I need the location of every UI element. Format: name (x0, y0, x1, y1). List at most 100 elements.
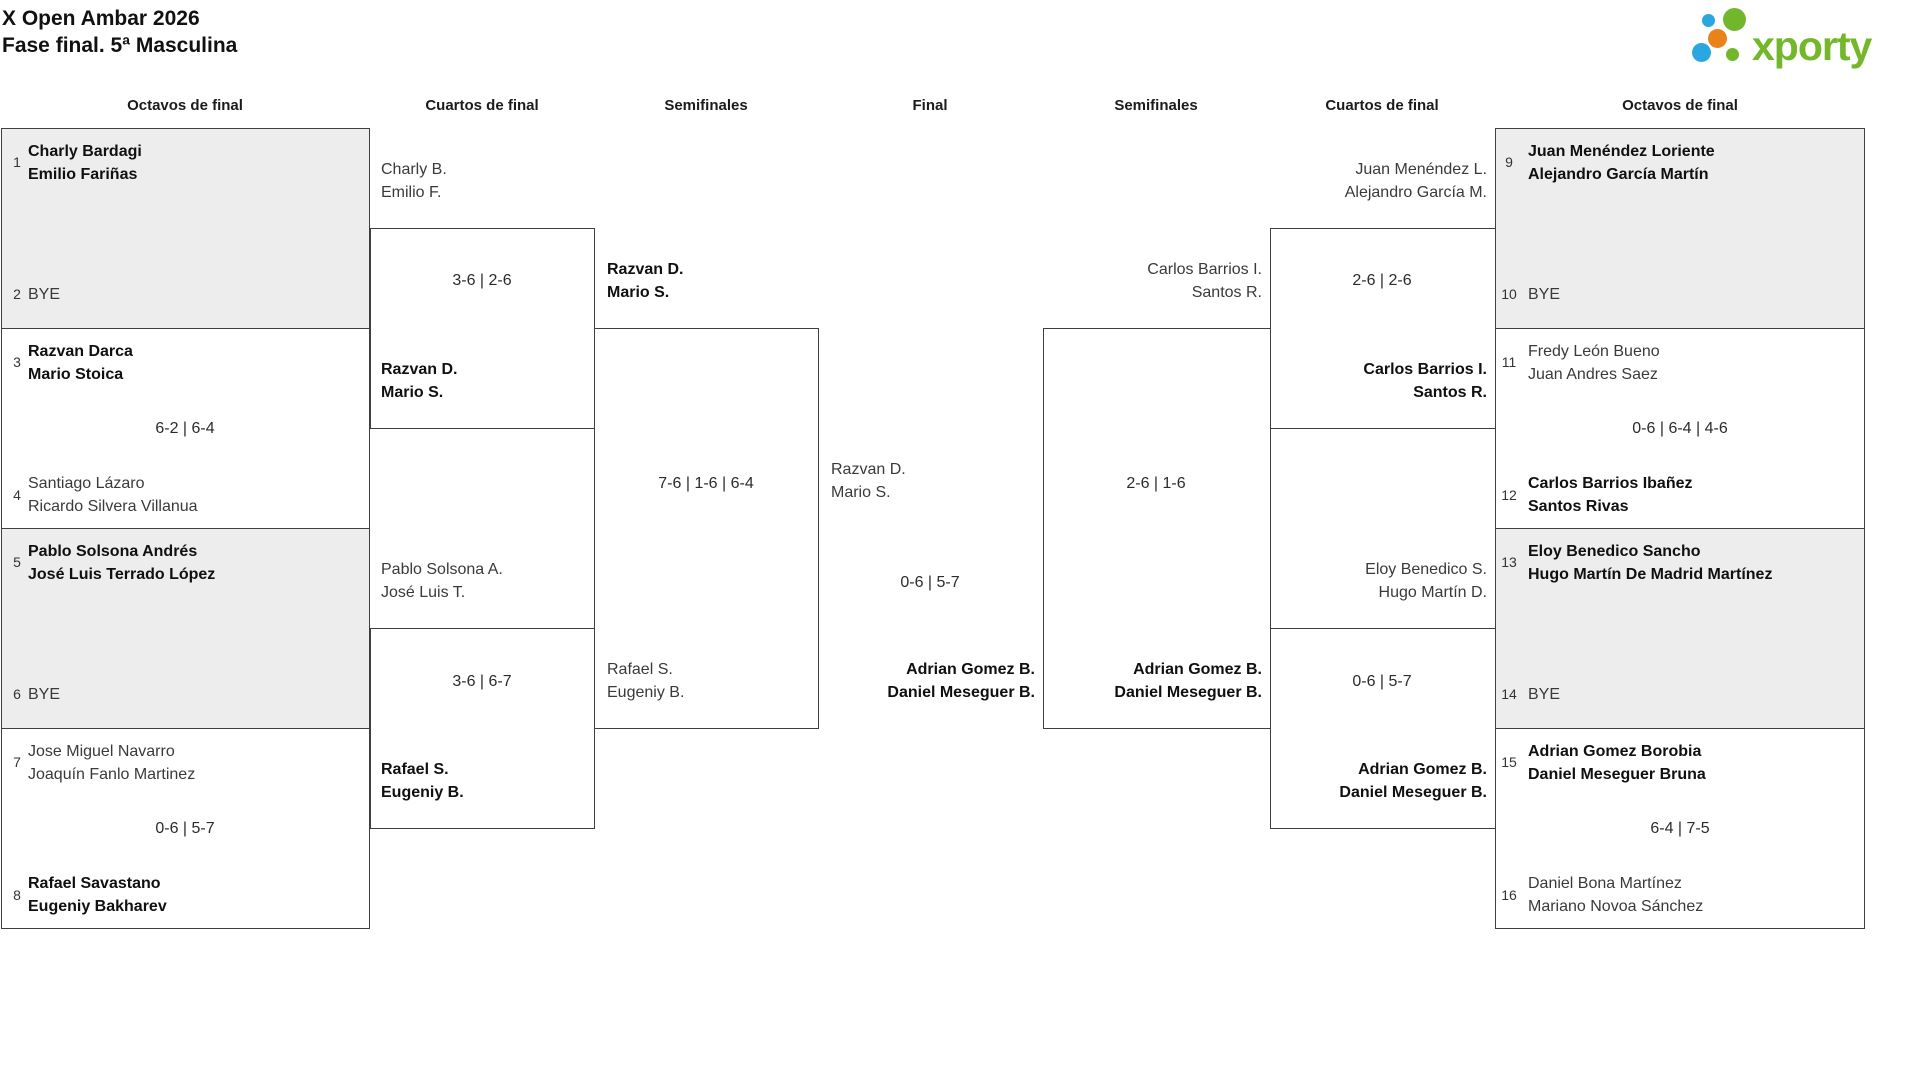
seed-number: 8 (13, 887, 21, 903)
seed-number: 6 (13, 686, 21, 702)
player-name: Adrian Gomez B. (1358, 761, 1487, 778)
team-carlos-barrios-sf: Carlos Barrios I. Santos R. (1046, 258, 1262, 304)
seed-number: 2 (13, 286, 21, 302)
player-name: Eugeniy B. (381, 784, 464, 801)
team-fredy-leon: Fredy León Bueno Juan Andres Saez (1528, 340, 1660, 386)
match-box-r16-1 (1495, 128, 1865, 329)
logo-dot-green-small (1726, 48, 1739, 61)
player-name: Adrian Gomez B. (906, 661, 1035, 678)
match-score: 7-6 | 1-6 | 6-4 (658, 475, 754, 492)
player-name: Daniel Meseguer B. (1114, 684, 1262, 701)
team-bye: BYE (1528, 286, 1561, 303)
round-header-octavos-left: Octavos de final (127, 97, 243, 114)
match-box-l16-3 (1, 528, 370, 729)
round-header-cuartos-right: Cuartos de final (1325, 97, 1439, 114)
player-name: Santos Rivas (1528, 498, 1629, 515)
team-carlos-barrios-ibanez: Carlos Barrios Ibañez Santos Rivas (1528, 472, 1693, 518)
player-name: Emilio F. (381, 184, 442, 201)
match-box-l16-4 (1, 728, 370, 929)
team-jose-miguel-navarro: Jose Miguel Navarro Joaquín Fanlo Martin… (28, 740, 195, 786)
team-bye: BYE (1528, 686, 1561, 703)
player-name: Daniel Meseguer Bruna (1528, 766, 1706, 783)
player-name: Rafael S. (381, 761, 449, 778)
player-name: Emilio Fariñas (28, 166, 138, 183)
round-header-semis-left: Semifinales (664, 97, 748, 114)
match-score: 2-6 | 2-6 (1352, 272, 1412, 289)
player-name: Juan Menéndez Loriente (1528, 143, 1715, 160)
player-name: Eugeniy B. (607, 684, 685, 701)
player-name: Eugeniy Bakharev (28, 898, 167, 915)
team-razvan-d-sf: Razvan D. Mario S. (607, 258, 683, 304)
player-name: Daniel Bona Martínez (1528, 875, 1682, 892)
team-santiago-lazaro: Santiago Lázaro Ricardo Silvera Villanua (28, 472, 198, 518)
player-name: Santos R. (1191, 284, 1262, 301)
team-pablo-solsona: Pablo Solsona Andrés José Luis Terrado L… (28, 540, 215, 586)
match-score: 2-6 | 1-6 (1126, 475, 1186, 492)
team-rafael-s-sf: Rafael S. Eugeniy B. (607, 658, 684, 704)
match-box-rsf (1043, 328, 1271, 729)
player-name: Mario S. (831, 484, 891, 501)
round-header-semis-right: Semifinales (1114, 97, 1198, 114)
tournament-name: X Open Ambar 2026 (2, 7, 200, 30)
team-eloy-benedico-sancho: Eloy Benedico Sancho Hugo Martín De Madr… (1528, 540, 1772, 586)
team-carlos-barrios-i: Carlos Barrios I. Santos R. (1271, 358, 1487, 404)
player-name: Santos R. (1413, 384, 1487, 401)
player-name: Pablo Solsona A. (381, 561, 503, 578)
player-name: Razvan D. (831, 461, 906, 478)
player-name: Charly Bardagi (28, 143, 142, 160)
match-score: 0-6 | 5-7 (1352, 673, 1412, 690)
seed-number: 11 (1501, 354, 1517, 370)
phase-name: Fase final. 5ª Masculina (2, 34, 238, 57)
team-bye: BYE (28, 686, 61, 703)
seed-number: 12 (1501, 487, 1517, 503)
player-name: Jose Miguel Navarro (28, 743, 175, 760)
round-header-cuartos-left: Cuartos de final (425, 97, 539, 114)
team-adrian-gomez-borobia: Adrian Gomez Borobia Daniel Meseguer Bru… (1528, 740, 1706, 786)
player-name: Juan Menéndez L. (1355, 161, 1487, 178)
team-charly-b: Charly B. Emilio F. (381, 158, 447, 204)
team-pablo-solsona-a: Pablo Solsona A. José Luis T. (381, 558, 503, 604)
match-box-r16-4 (1495, 728, 1865, 929)
match-score: 6-2 | 6-4 (155, 420, 215, 437)
player-name: Razvan D. (381, 361, 458, 378)
player-name: Rafael Savastano (28, 875, 161, 892)
xporty-logo[interactable]: xporty (1686, 2, 1916, 72)
match-score: 6-4 | 7-5 (1650, 820, 1710, 837)
player-name: Daniel Meseguer B. (1339, 784, 1487, 801)
player-name: Mario S. (607, 284, 670, 301)
player-name: Joaquín Fanlo Martinez (28, 766, 196, 783)
match-box-l16-1 (1, 128, 370, 329)
team-rafael-savastano: Rafael Savastano Eugeniy Bakharev (28, 872, 167, 918)
match-score: 0-6 | 6-4 | 4-6 (1632, 420, 1728, 437)
round-header-octavos-right: Octavos de final (1622, 97, 1738, 114)
seed-number: 1 (13, 154, 21, 170)
player-name: Santiago Lázaro (28, 475, 145, 492)
match-score: 0-6 | 5-7 (155, 820, 215, 837)
seed-number: 9 (1505, 154, 1513, 170)
player-name: Carlos Barrios I. (1363, 361, 1487, 378)
player-name: Alejandro García M. (1344, 184, 1487, 201)
match-score: 3-6 | 2-6 (452, 272, 512, 289)
player-name: Razvan Darca (28, 343, 133, 360)
seed-number: 10 (1501, 286, 1517, 302)
match-score: 0-6 | 5-7 (900, 574, 960, 591)
seed-number: 13 (1501, 554, 1517, 570)
player-name: Rafael S. (607, 661, 673, 678)
team-adrian-gomez-qf: Adrian Gomez B. Daniel Meseguer B. (1271, 758, 1487, 804)
team-daniel-bona: Daniel Bona Martínez Mariano Novoa Sánch… (1528, 872, 1703, 918)
seed-number: 4 (13, 487, 21, 503)
team-juan-menendez-loriente: Juan Menéndez Loriente Alejandro García … (1528, 140, 1715, 186)
team-rafael-s: Rafael S. Eugeniy B. (381, 758, 464, 804)
team-juan-menendez-l: Juan Menéndez L. Alejandro García M. (1271, 158, 1487, 204)
player-name: Ricardo Silvera Villanua (28, 498, 198, 515)
round-header-final: Final (912, 97, 948, 114)
player-name: Eloy Benedico Sancho (1528, 543, 1701, 560)
team-bye: BYE (28, 286, 61, 303)
logo-dot-orange (1708, 29, 1727, 48)
player-name: Adrian Gomez Borobia (1528, 743, 1702, 760)
player-name: Adrian Gomez B. (1133, 661, 1262, 678)
team-razvan-d: Razvan D. Mario S. (381, 358, 457, 404)
player-name: Eloy Benedico S. (1365, 561, 1487, 578)
team-charly-bardagi: Charly Bardagi Emilio Fariñas (28, 140, 142, 186)
